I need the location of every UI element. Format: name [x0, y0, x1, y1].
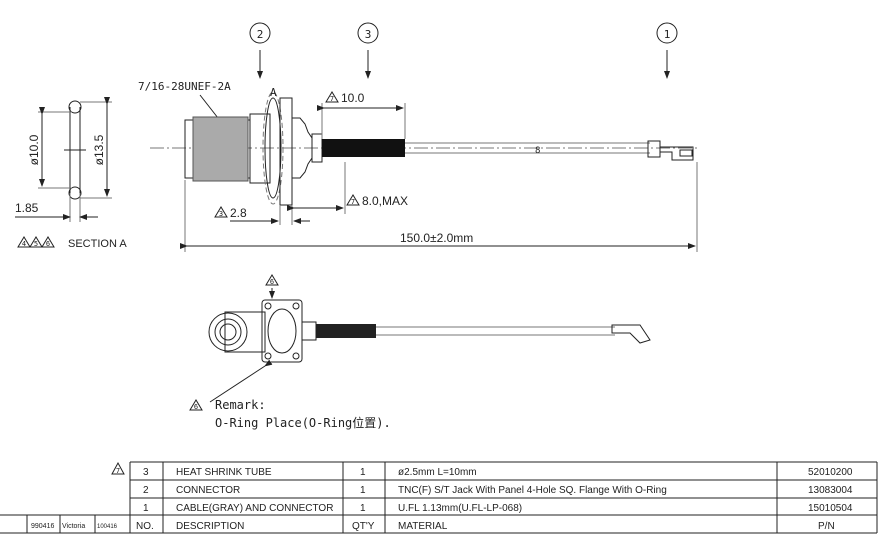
dim-thickness: 1.85	[15, 201, 39, 215]
section-marker: A	[270, 86, 277, 99]
row-desc: CABLE(GRAY) AND CONNECTOR	[176, 503, 333, 514]
note-5: 5	[34, 240, 38, 248]
header-qty: QT'Y	[352, 521, 375, 532]
date: 100416	[97, 524, 118, 530]
row-desc: HEAT SHRINK TUBE	[176, 467, 272, 478]
connector-iso-view: 6	[208, 274, 651, 403]
dim-exposed: 8.0,MAX	[362, 194, 408, 208]
row-no: 2	[143, 485, 149, 496]
note-7a: 7	[330, 95, 334, 103]
row-material: ø2.5mm L=10mm	[398, 467, 477, 478]
rev-number: 990416	[31, 523, 54, 530]
row-no: 3	[143, 467, 149, 478]
bom-row-3: 3 HEAT SHRINK TUBE 1 ø2.5mm L=10mm 52010…	[143, 467, 853, 478]
dim-dia-outer: ø13.5	[92, 134, 106, 165]
row-material: TNC(F) S/T Jack With Panel 4-Hole SQ. Fl…	[398, 485, 667, 496]
author: Victoria	[62, 523, 85, 530]
row-qty: 1	[360, 467, 366, 478]
remark-text: O-Ring Place(O-Ring位置).	[215, 415, 391, 430]
row-qty: 1	[360, 503, 366, 514]
row-material: U.FL 1.13mm(U.FL-LP-068)	[398, 503, 522, 514]
dim-flange: 2.8	[230, 206, 247, 220]
note-6-view: 6	[270, 278, 274, 286]
header-pn: P/N	[818, 521, 835, 532]
thread-spec: 7/16-28UNEF-2A	[138, 80, 231, 93]
header-no: NO.	[136, 521, 154, 532]
header-desc: DESCRIPTION	[176, 521, 244, 532]
balloon-1-label: 1	[664, 28, 671, 41]
bom-row-1: 1 CABLE(GRAY) AND CONNECTOR 1 U.FL 1.13m…	[143, 503, 853, 514]
note-7b: 7	[351, 198, 355, 206]
note-3: 3	[219, 210, 223, 218]
note-triangles: 4 5 6	[17, 236, 55, 248]
svg-text:8: 8	[535, 146, 540, 156]
balloon-3: 3	[357, 22, 379, 79]
balloon-1: 1	[656, 22, 678, 79]
row-desc: CONNECTOR	[176, 485, 240, 496]
dim-overall: 150.0±2.0mm	[400, 231, 473, 245]
rev-note: 7	[116, 467, 120, 475]
row-pn: 52010200	[808, 467, 853, 478]
note-6: 6	[46, 240, 50, 248]
row-no: 1	[143, 503, 149, 514]
bom-header: 990416 Victoria 100416 NO. DESCRIPTION Q…	[31, 521, 835, 532]
row-pn: 15010504	[808, 503, 853, 514]
remark: 6 Remark: O-Ring Place(O-Ring位置).	[189, 398, 391, 430]
bom-row-2: 2 CONNECTOR 1 TNC(F) S/T Jack With Panel…	[143, 485, 853, 496]
remark-title: Remark:	[215, 398, 266, 412]
balloon-3-label: 3	[365, 28, 372, 41]
remark-note: 6	[194, 403, 198, 411]
row-pn: 13083004	[808, 485, 853, 496]
bom-table: 7 3 HEAT SHRINK TUBE 1 ø2.5mm L=10mm 520…	[0, 461, 878, 534]
balloon-2-label: 2	[257, 28, 264, 41]
section-a-view: ø10.0 ø13.5 1.85 4 5 6 SECTION A	[15, 97, 127, 250]
connector-side-view: 7/16-28UNEF-2A A 8 7 10.0 7 8.0,MAX 3 2.…	[138, 80, 700, 252]
section-title: SECTION A	[68, 238, 127, 250]
note-4: 4	[22, 240, 26, 248]
dim-heat-shrink: 10.0	[341, 91, 365, 105]
header-material: MATERIAL	[398, 521, 448, 532]
row-qty: 1	[360, 485, 366, 496]
balloon-2: 2	[249, 22, 271, 79]
dim-dia-inner: ø10.0	[27, 134, 41, 165]
